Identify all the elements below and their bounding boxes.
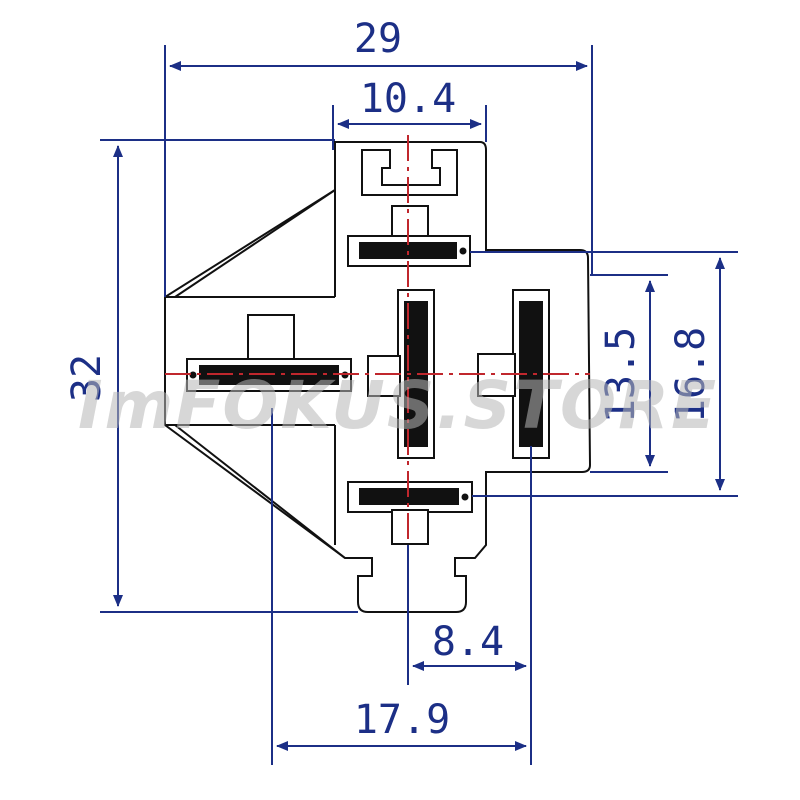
dim-outer-height: 16.8 <box>668 327 714 423</box>
dim-overall-width: 29 <box>354 16 402 62</box>
dim-span-width: 17.9 <box>354 697 450 743</box>
socket-outline <box>164 141 592 613</box>
dim-top-width: 10.4 <box>360 76 456 122</box>
center-lines <box>165 135 590 615</box>
terminal-bottom <box>347 481 473 545</box>
dimension-lines <box>100 45 738 765</box>
watermark: ImFOKUS.STORE <box>78 367 718 444</box>
dim-pin-spacing: 8.4 <box>432 619 504 665</box>
dim-overall-height: 32 <box>64 354 110 402</box>
dim-inner-height: 13.5 <box>598 327 644 423</box>
top-keyway <box>361 149 458 196</box>
